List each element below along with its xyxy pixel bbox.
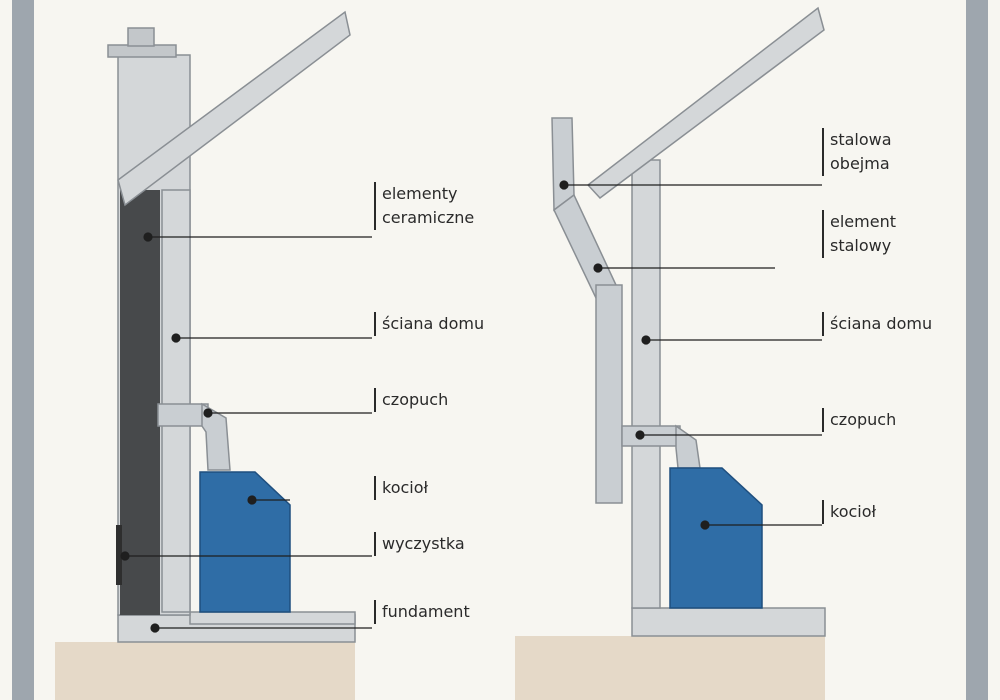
label-steel-element: element stalowy — [822, 210, 896, 258]
label-steel-element-line2: stalowy — [830, 236, 892, 255]
label-clamp-line2: obejma — [830, 154, 890, 173]
label-boiler-left: kocioł — [374, 476, 428, 500]
right-house-floor — [631, 607, 826, 637]
right-flue-horizontal — [621, 425, 681, 447]
left-chimney-cap — [107, 44, 177, 58]
label-clamp-line1: stalowa — [830, 130, 892, 149]
label-wall-right: ściana domu — [822, 312, 932, 336]
left-boiler — [199, 471, 291, 613]
leader-boiler-right-dot — [700, 520, 710, 530]
right-leaders — [559, 180, 822, 530]
right-pipe-vertical — [595, 284, 623, 504]
left-frame-bar — [12, 0, 34, 700]
label-foundation: fundament — [374, 600, 470, 624]
left-leaders — [120, 232, 372, 633]
leader-wall-left-dot — [171, 333, 181, 343]
right-flue-elbow — [675, 424, 701, 469]
label-flue-left: czopuch — [374, 388, 448, 412]
left-flue-horizontal — [157, 403, 209, 427]
label-ceramic-line2: ceramiczne — [382, 208, 475, 227]
label-cleanout: wyczystka — [374, 532, 465, 556]
right-pipe-diagonal — [553, 193, 617, 300]
label-ceramic-elements: elementy ceramiczne — [374, 182, 474, 230]
label-boiler-right-text: kocioł — [830, 502, 877, 521]
leader-steel-element-dot — [593, 263, 603, 273]
right-diagram — [515, 6, 826, 700]
label-wall-right-text: ściana domu — [830, 314, 933, 333]
left-chimney-top-pipe — [127, 27, 155, 47]
left-house-floor — [189, 611, 356, 625]
left-ground — [55, 642, 355, 700]
leader-flue-right-dot — [635, 430, 645, 440]
right-ground — [515, 636, 825, 700]
leader-ceramic-dot — [143, 232, 153, 242]
left-ceramic-elements — [120, 190, 160, 615]
label-steel-clamp: stalowa obejma — [822, 128, 892, 176]
label-cleanout-text: wyczystka — [382, 534, 465, 553]
right-frame-bar — [966, 0, 988, 700]
leader-boiler-left-dot — [247, 495, 257, 505]
label-flue-left-text: czopuch — [382, 390, 449, 409]
leader-foundation-dot — [150, 623, 160, 633]
label-boiler-left-text: kocioł — [382, 478, 429, 497]
left-cleanout-door — [116, 525, 122, 585]
right-house-wall — [631, 159, 661, 609]
leader-cleanout-dot — [120, 551, 130, 561]
label-boiler-right: kocioł — [822, 500, 876, 524]
leader-clamp-dot — [559, 180, 569, 190]
leader-flue-left-dot — [203, 408, 213, 418]
label-ceramic-line1: elementy — [382, 184, 458, 203]
label-foundation-text: fundament — [382, 602, 470, 621]
left-flue-elbow — [201, 402, 231, 471]
left-roof — [117, 10, 351, 207]
right-pipe-top — [551, 117, 575, 212]
label-wall-left-text: ściana domu — [382, 314, 485, 333]
right-boiler — [669, 467, 763, 609]
label-wall-left: ściana domu — [374, 312, 484, 336]
label-flue-right: czopuch — [822, 408, 896, 432]
left-diagram — [55, 10, 356, 700]
label-steel-element-line1: element — [830, 212, 896, 231]
label-flue-right-text: czopuch — [830, 410, 897, 429]
right-roof — [586, 6, 825, 200]
leader-wall-right-dot — [641, 335, 651, 345]
left-house-wall — [161, 189, 191, 613]
